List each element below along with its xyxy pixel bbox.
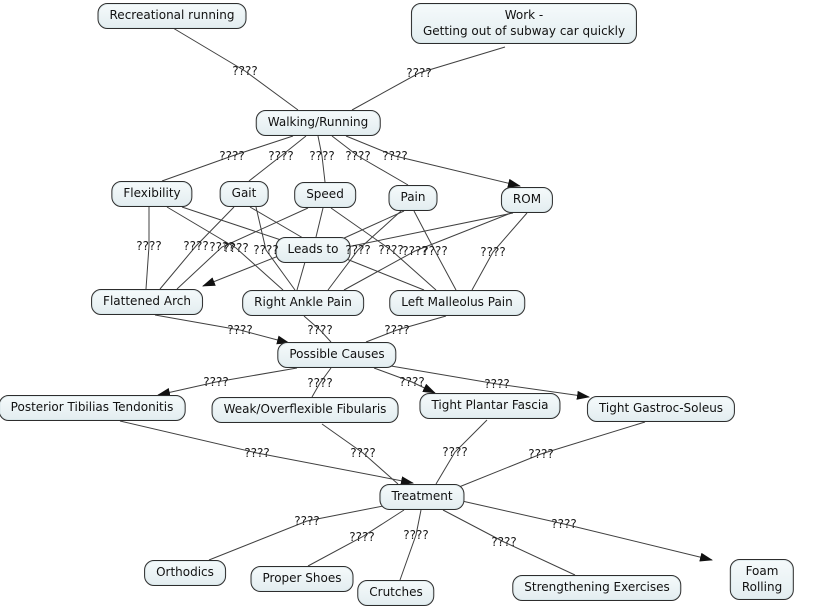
edge-line — [458, 421, 646, 488]
link-label[interactable]: ???? — [219, 149, 245, 163]
edge-line — [119, 420, 414, 486]
edge-line — [341, 210, 405, 240]
link-label[interactable]: ???? — [403, 528, 429, 542]
link-label[interactable]: ???? — [253, 243, 279, 257]
edge-line — [317, 135, 326, 183]
edge-line — [471, 212, 528, 291]
edge-line — [461, 500, 713, 562]
edge-line — [303, 315, 332, 343]
link-label[interactable]: ???? — [223, 241, 249, 255]
edge-line — [321, 423, 399, 485]
link-label[interactable]: ???? — [232, 64, 258, 78]
link-label[interactable]: ???? — [345, 149, 371, 163]
link-label[interactable]: ???? — [227, 323, 253, 337]
edge-line — [365, 315, 447, 343]
link-label[interactable]: ???? — [484, 377, 510, 391]
concept-node-flexibility[interactable]: Flexibility — [111, 181, 193, 207]
link-label[interactable]: ???? — [345, 243, 371, 257]
concept-node-work-subway[interactable]: Work - Getting out of subway car quickly — [410, 3, 638, 45]
link-label[interactable]: ???? — [378, 243, 404, 257]
edge-line — [327, 210, 402, 291]
concept-node-rom[interactable]: ROM — [500, 187, 554, 213]
link-label[interactable]: ???? — [422, 244, 448, 258]
link-label[interactable]: ???? — [551, 517, 577, 531]
edge-line — [181, 206, 285, 242]
edge-line — [145, 207, 150, 290]
edge-line — [346, 212, 514, 248]
link-label[interactable]: ???? — [402, 244, 428, 258]
concept-node-foam-rolling[interactable]: Foam Rolling — [729, 559, 795, 601]
concept-node-right-ankle-pain[interactable]: Right Ankle Pain — [242, 290, 364, 316]
edge-line — [345, 135, 521, 188]
edge-line — [176, 207, 309, 290]
link-label[interactable]: ???? — [307, 323, 333, 337]
concept-node-tight-gastroc-soleus[interactable]: Tight Gastroc-Soleus — [586, 396, 736, 422]
concept-node-pain[interactable]: Pain — [388, 185, 438, 211]
link-label[interactable]: ???? — [406, 66, 432, 80]
edge-line — [343, 212, 512, 291]
link-label[interactable]: ???? — [244, 446, 270, 460]
link-label[interactable]: ???? — [384, 323, 410, 337]
link-label[interactable]: ???? — [307, 376, 333, 390]
edge-line — [161, 135, 294, 182]
concept-node-flattened-arch[interactable]: Flattened Arch — [91, 289, 203, 315]
concept-node-crutches[interactable]: Crutches — [357, 580, 435, 606]
edge-line — [390, 365, 590, 400]
link-label[interactable]: ???? — [350, 446, 376, 460]
concept-node-orthodics[interactable]: Orthodics — [144, 560, 226, 586]
concept-node-possible-causes[interactable]: Possible Causes — [277, 342, 397, 368]
edge-line — [202, 254, 282, 287]
edge-line — [159, 206, 235, 290]
link-label[interactable]: ???? — [528, 447, 554, 461]
link-label[interactable]: ???? — [209, 240, 235, 254]
edge-line — [413, 210, 457, 291]
edge-line — [373, 367, 436, 394]
link-label[interactable]: ???? — [183, 239, 209, 253]
edge-line — [255, 206, 296, 291]
edge-line — [315, 207, 324, 238]
link-label[interactable]: ???? — [399, 375, 425, 389]
concept-node-walking-running[interactable]: Walking/Running — [255, 110, 381, 136]
concept-node-recreational-running[interactable]: Recreational running — [97, 3, 247, 29]
edge-line — [307, 509, 405, 567]
edge-line — [311, 367, 332, 398]
edge-line — [343, 257, 425, 291]
concept-node-leads-to[interactable]: Leads to — [275, 237, 351, 263]
link-label[interactable]: ???? — [442, 445, 468, 459]
concept-node-speed[interactable]: Speed — [294, 182, 356, 208]
edge-line — [166, 206, 284, 291]
edge-line — [157, 367, 298, 397]
link-label[interactable]: ???? — [309, 149, 335, 163]
edge-line — [435, 419, 488, 485]
link-label[interactable]: ???? — [491, 535, 517, 549]
edge-line — [331, 135, 409, 186]
edge-line — [399, 509, 422, 581]
link-label[interactable]: ???? — [382, 149, 408, 163]
link-label[interactable]: ???? — [294, 514, 320, 528]
link-label[interactable]: ???? — [136, 239, 162, 253]
edge-line — [330, 207, 437, 291]
concept-node-strengthening-exercises[interactable]: Strengthening Exercises — [512, 575, 682, 601]
concept-node-proper-shoes[interactable]: Proper Shoes — [250, 566, 354, 592]
edge-line — [351, 46, 506, 111]
edge-line — [208, 505, 384, 561]
link-label[interactable]: ???? — [480, 245, 506, 259]
edge-line — [442, 509, 576, 576]
concept-node-tight-plantar-fascia[interactable]: Tight Plantar Fascia — [419, 393, 561, 419]
edge-line — [172, 27, 299, 111]
concept-node-left-malleolus-pain[interactable]: Left Malleolus Pain — [389, 290, 525, 316]
concept-node-gait[interactable]: Gait — [219, 181, 269, 207]
edge-line — [248, 135, 307, 182]
concept-node-treatment[interactable]: Treatment — [379, 484, 465, 510]
link-label[interactable]: ???? — [349, 530, 375, 544]
edge-line — [296, 261, 306, 291]
concept-node-posterior-tibilias-tendonitis[interactable]: Posterior Tibilias Tendonitis — [0, 395, 186, 421]
edge-line — [154, 314, 290, 345]
link-label[interactable]: ???? — [268, 149, 294, 163]
concept-node-weak-overflexible-fibularis[interactable]: Weak/Overflexible Fibularis — [211, 397, 399, 423]
link-label[interactable]: ???? — [203, 375, 229, 389]
